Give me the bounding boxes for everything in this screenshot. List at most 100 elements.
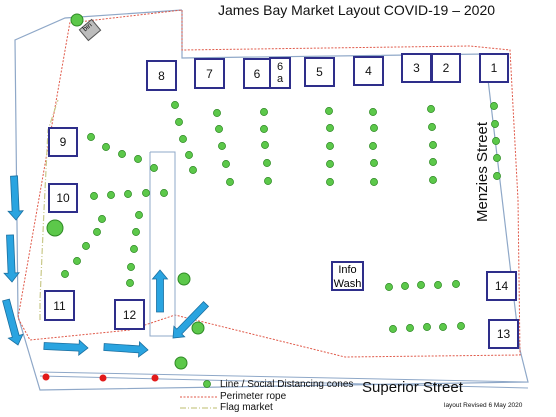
cone-icon bbox=[185, 151, 193, 159]
cone-icon bbox=[226, 178, 234, 186]
stall-6: 6 bbox=[243, 58, 271, 89]
cone-icon bbox=[406, 324, 414, 332]
stall-label: 13 bbox=[496, 327, 511, 341]
stall-label: 4 bbox=[365, 64, 372, 78]
cone-icon bbox=[218, 142, 226, 150]
stall-2: 2 bbox=[431, 53, 461, 83]
stall-label: 3 bbox=[413, 61, 420, 75]
cone-icon bbox=[429, 158, 437, 166]
cone-icon bbox=[102, 143, 110, 151]
cone-icon bbox=[118, 150, 126, 158]
cone-icon bbox=[179, 135, 187, 143]
cone-icon bbox=[326, 160, 334, 168]
legend-cones-label: Line / Social Distancing cones bbox=[220, 379, 354, 390]
cone-icon bbox=[73, 257, 81, 265]
stall-11: 11 bbox=[44, 290, 75, 321]
legend-flag-label: Flag market bbox=[220, 402, 273, 413]
cone-icon bbox=[401, 282, 409, 290]
tree-icon bbox=[70, 13, 84, 27]
cone-icon bbox=[130, 245, 138, 253]
cone-icon bbox=[325, 107, 333, 115]
stall-3: 3 bbox=[401, 53, 432, 83]
cone-icon bbox=[434, 281, 442, 289]
stall-9: 9 bbox=[48, 127, 78, 157]
cone-icon bbox=[222, 160, 230, 168]
info-wash-station: Info Wash bbox=[331, 261, 364, 291]
stall-7: 7 bbox=[194, 58, 225, 89]
cone-icon bbox=[370, 159, 378, 167]
cone-icon bbox=[369, 108, 377, 116]
arrow-right-icon bbox=[103, 341, 149, 358]
stall-8: 8 bbox=[146, 60, 177, 91]
cone-icon bbox=[126, 279, 134, 287]
cone-icon bbox=[135, 211, 143, 219]
tree-icon bbox=[46, 219, 64, 237]
bin-icon bbox=[78, 18, 102, 42]
map-title: James Bay Market Layout COVID-19 – 2020 bbox=[218, 2, 496, 18]
cone-icon bbox=[124, 190, 132, 198]
arrow-down-left-icon bbox=[172, 301, 210, 339]
wash-label: Wash bbox=[333, 278, 362, 290]
cone-icon bbox=[370, 124, 378, 132]
stall-label: 9 bbox=[59, 135, 67, 149]
red-dot bbox=[42, 373, 50, 381]
street-edge bbox=[39, 375, 529, 389]
stall-13: 13 bbox=[488, 319, 519, 349]
stall-10: 10 bbox=[48, 183, 78, 213]
tree-icon bbox=[174, 356, 188, 370]
cone-icon bbox=[171, 101, 179, 109]
cone-icon bbox=[132, 228, 140, 236]
stall-label: 1 bbox=[490, 61, 498, 75]
stall-label: 6 bbox=[253, 66, 261, 81]
arrow-down-icon bbox=[3, 234, 20, 283]
stall-label: 12 bbox=[122, 307, 137, 322]
revision-note: layout Revised 6 May 2020 bbox=[444, 402, 523, 409]
red-dot bbox=[151, 374, 159, 382]
cone-icon bbox=[490, 102, 498, 110]
cone-icon bbox=[326, 124, 334, 132]
cone-icon bbox=[87, 133, 95, 141]
stall-label: 5 bbox=[316, 65, 323, 79]
cone-icon bbox=[427, 105, 435, 113]
cone-icon bbox=[261, 141, 269, 149]
cone-icon bbox=[215, 125, 223, 133]
legend-rope-label: Perimeter rope bbox=[220, 391, 287, 402]
cone-icon bbox=[260, 125, 268, 133]
cone-icon bbox=[457, 322, 465, 330]
cone-icon bbox=[491, 120, 499, 128]
stall-6a: 6 a bbox=[269, 57, 291, 89]
menzies-street-label: Menzies Street bbox=[474, 121, 491, 222]
tree-icon bbox=[191, 321, 205, 335]
cone-icon bbox=[93, 228, 101, 236]
cone-icon bbox=[492, 137, 500, 145]
stall-label: 14 bbox=[494, 279, 509, 293]
tree-icon bbox=[177, 272, 191, 286]
cone-icon bbox=[326, 142, 334, 150]
cone-icon bbox=[493, 154, 501, 162]
stall-4: 4 bbox=[353, 56, 384, 86]
stall-1: 1 bbox=[479, 53, 509, 83]
legend-cone-icon bbox=[203, 380, 211, 388]
cone-icon bbox=[452, 280, 460, 288]
cone-icon bbox=[98, 215, 106, 223]
flag-market-line bbox=[39, 99, 59, 320]
cone-icon bbox=[134, 155, 142, 163]
info-label: Info bbox=[338, 264, 357, 276]
cone-icon bbox=[385, 283, 393, 291]
stall-label: 7 bbox=[206, 66, 213, 81]
bottom-edge bbox=[39, 371, 529, 383]
cone-icon bbox=[389, 325, 397, 333]
arrow-right-icon bbox=[43, 339, 89, 356]
cone-icon bbox=[263, 159, 271, 167]
superior-street-label: Superior Street bbox=[362, 379, 463, 396]
cone-icon bbox=[90, 192, 98, 200]
cone-icon bbox=[264, 177, 272, 185]
site-boundary bbox=[14, 9, 529, 391]
arrow-down-icon bbox=[7, 175, 24, 221]
cone-icon bbox=[369, 142, 377, 150]
red-dot bbox=[99, 374, 107, 382]
stall-label: 11 bbox=[53, 298, 66, 313]
cone-icon bbox=[189, 166, 197, 174]
arrow-up-icon bbox=[151, 269, 169, 313]
cone-icon bbox=[142, 189, 150, 197]
